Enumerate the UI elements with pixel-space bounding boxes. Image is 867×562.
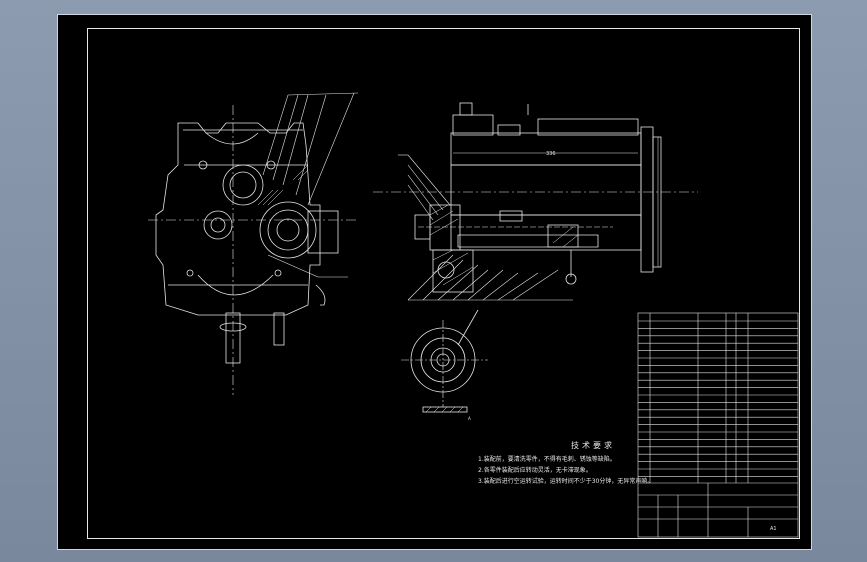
tech-line: 1.装配前，要清洗零件，不得有毛刺、锈蚀等缺陷。 [478,456,616,463]
section-view: 336 [373,102,698,301]
tech-line: 3.装配后进行空运转试验，运转时间不少于30分钟，无异常声响。 [478,478,654,485]
cad-drawing: 336 [148,92,799,538]
drawing-sheet: 336 [57,14,812,550]
sheet-size: A1 [770,526,777,532]
view-mark: A [468,416,471,421]
technical-requirements: 技术要求 1.装配前，要清洗零件，不得有毛刺、锈蚀等缺陷。 2.各零件装配后应转… [478,440,708,487]
tech-line: 2.各零件装配后应转动灵活，无卡滞现象。 [478,467,592,474]
tech-title: 技术要求 [571,441,615,450]
front-view [148,92,359,395]
parts-list: A1 [637,312,799,538]
dimension-336: 336 [546,151,556,157]
detail-view: A [401,309,488,421]
drawing-frame [87,28,800,539]
